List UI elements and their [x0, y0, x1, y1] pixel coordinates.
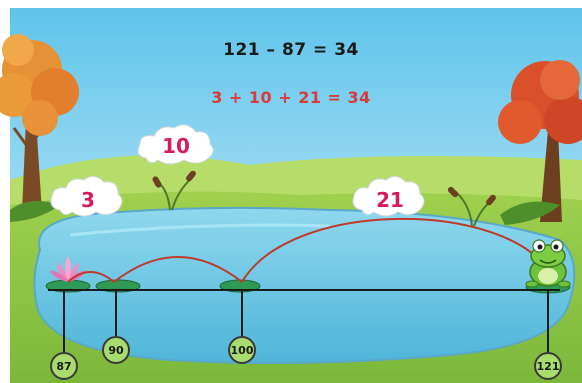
frog-icon	[525, 239, 571, 288]
cloud-icon	[352, 176, 425, 217]
subtraction-equation: 121 – 87 = 34	[223, 40, 359, 60]
cloud-jump-3: 3	[50, 180, 126, 220]
bush-right	[500, 201, 560, 225]
jump-arc-21	[241, 218, 549, 283]
cloud-label: 3	[81, 188, 95, 212]
cattail-icon	[152, 170, 196, 211]
cloud-jump-10: 10	[136, 126, 216, 166]
marker-90: 90	[102, 336, 130, 364]
cloud-jump-21: 21	[352, 180, 428, 220]
marker-100: 100	[228, 336, 256, 364]
tree-icon	[498, 60, 582, 222]
pond-ripple	[69, 223, 331, 237]
cloud-icon	[137, 124, 214, 165]
cloud-label: 21	[376, 188, 404, 212]
cloud-icon	[50, 176, 123, 217]
addition-equation: 3 + 10 + 21 = 34	[211, 88, 371, 107]
tree-icon	[0, 34, 79, 212]
marker-87: 87	[50, 352, 78, 380]
cattail-icon	[447, 186, 496, 227]
cloud-label: 10	[162, 134, 190, 158]
jump-arc-10	[113, 256, 243, 283]
bush-left	[10, 201, 60, 222]
marker-121: 121	[534, 352, 562, 380]
jump-arc-3	[67, 271, 115, 283]
